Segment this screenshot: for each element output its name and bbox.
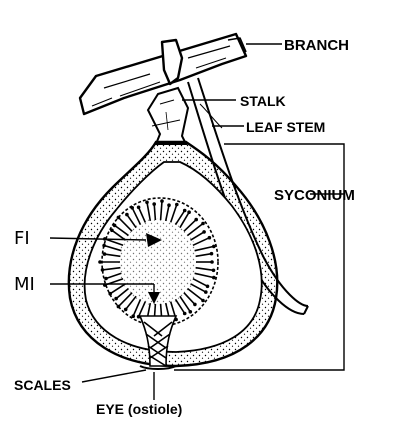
flower-spike-tip	[137, 206, 141, 210]
flower-spike-tip	[113, 224, 117, 228]
flower-spike-tip	[187, 210, 191, 214]
flower-spike-tip	[131, 314, 135, 318]
label-branch: BRANCH	[284, 37, 349, 54]
flower-spike-tip	[114, 297, 118, 301]
flower-spike-tip	[124, 308, 128, 312]
flower-spike-tip	[193, 303, 197, 307]
flower-spike-tip	[117, 305, 121, 309]
flower-spike-tip	[125, 213, 129, 217]
flower-spike-tip	[212, 269, 216, 273]
flower-spike-tip	[194, 218, 198, 222]
label-syconium: SYCONIUM	[274, 187, 355, 204]
flower-spike-tip	[103, 252, 107, 256]
label-scales: SCALES	[14, 377, 71, 393]
label-mi: MI	[14, 274, 35, 295]
flower-spike-tip	[175, 203, 179, 207]
flower-spike-tip	[202, 230, 206, 234]
flower-spike-tip	[210, 260, 214, 264]
flower-spike-tip	[183, 312, 187, 316]
label-stalk: STALK	[240, 93, 286, 109]
flower-spike-tip	[183, 209, 187, 213]
stalk-shape	[148, 88, 188, 144]
flower-spike-tip	[152, 202, 156, 206]
flower-spike-tip	[110, 229, 114, 233]
flower-spike-tip	[210, 252, 214, 256]
flower-spike-tip	[167, 203, 171, 207]
flower-spike-tip	[206, 285, 210, 289]
flower-spike-tip	[102, 244, 106, 248]
flower-spike-tip	[189, 310, 193, 314]
label-fi: FI	[14, 228, 30, 249]
flower-spike-tip	[98, 260, 102, 264]
flower-spike-tip	[212, 245, 216, 249]
flower-spike-tip	[108, 292, 112, 296]
flower-spike-tip	[101, 268, 105, 272]
flower-spike-tip	[212, 276, 216, 280]
flower-spike-tip	[201, 299, 205, 303]
flower-spike-tip	[208, 236, 212, 240]
scales-leader	[82, 370, 146, 382]
label-leaf-stem: LEAF STEM	[246, 119, 325, 135]
flower-spike-tip	[117, 216, 121, 220]
flower-spike-tip	[201, 222, 205, 226]
flower-spike-tip	[160, 199, 164, 203]
flower-spike-tip	[130, 206, 134, 210]
flower-spike-tip	[104, 277, 108, 281]
flower-spike-tip	[204, 290, 208, 294]
flower-spike-tip	[145, 201, 149, 205]
label-eye: EYE (ostiole)	[96, 401, 182, 417]
